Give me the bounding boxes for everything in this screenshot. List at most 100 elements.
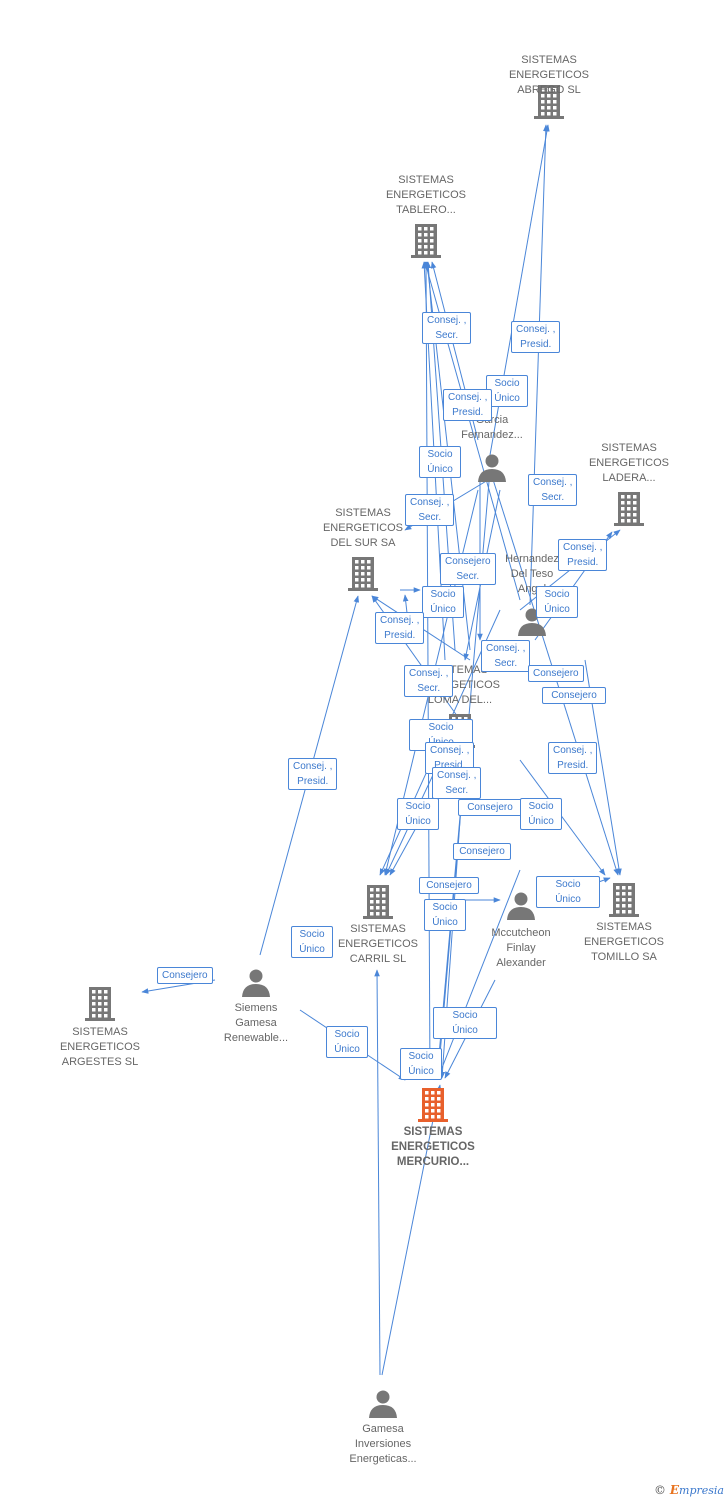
building-icon[interactable] — [363, 885, 393, 919]
edge-label-line: Presid. — [297, 776, 329, 787]
edge-label[interactable]: Consej. , Presid. — [375, 612, 425, 644]
building-icon[interactable] — [609, 883, 639, 917]
edge-label-line: Consej. , — [427, 315, 467, 326]
node-label-line: TABLERO... — [396, 204, 456, 216]
node-label-line: Inversiones — [354, 1438, 412, 1450]
node-label-line: Gamesa — [235, 1017, 277, 1029]
edge-label[interactable]: Consej. ,Secr. — [422, 312, 472, 344]
building-icon[interactable] — [418, 1088, 448, 1122]
person-icon[interactable] — [242, 969, 270, 998]
edge-label[interactable]: Consej. , Presid. — [288, 758, 338, 790]
node-label-line: Siemens — [234, 1002, 278, 1014]
edge-label[interactable]: Consej. ,Presid. — [443, 389, 493, 421]
edge-label[interactable]: Consej. ,Presid. — [558, 539, 608, 571]
building-icon[interactable] — [85, 987, 115, 1021]
node-label-line: Alexander — [496, 957, 546, 969]
node-label-line: Finlay — [506, 942, 536, 954]
node-label-line: Gamesa — [362, 1423, 404, 1435]
edge-label-line: Consejero — [467, 802, 513, 813]
edge-label[interactable]: Consejero — [458, 799, 522, 816]
edge-label[interactable]: Consej. ,Presid. — [511, 321, 561, 353]
edge-label-line: Socio — [299, 929, 325, 940]
node-label-line: SISTEMAS — [601, 442, 657, 454]
edge-label-line: Único — [427, 464, 453, 475]
node-label-line: Energeticas... — [349, 1453, 417, 1465]
edge-label-line: Único — [452, 1025, 478, 1036]
node-label-line: SISTEMAS — [403, 1126, 463, 1138]
person-icon[interactable] — [478, 454, 506, 483]
node-label-line: SISTEMAS — [398, 174, 454, 186]
edge-label[interactable]: Consejero — [157, 967, 213, 984]
node-label-line: Hernandez — [505, 553, 559, 565]
relation-edge — [374, 969, 381, 1376]
node-label-line: SISTEMAS — [521, 54, 577, 66]
node-label-line: Fernandez... — [461, 429, 523, 441]
edge-label-line: Socio — [452, 1010, 478, 1021]
brand-initial: E — [669, 1483, 680, 1497]
edge-label[interactable]: Consej. ,Secr. — [481, 640, 531, 672]
edge-label-line: Único — [299, 944, 325, 955]
edge-label-line: Consej. , — [380, 615, 420, 626]
building-icon[interactable] — [411, 224, 441, 258]
edge-label-line: Consejero — [459, 846, 505, 857]
building-icon[interactable] — [348, 557, 378, 591]
node-label-line: MERCURIO... — [396, 1156, 470, 1168]
node-label-line: TOMILLO SA — [591, 951, 657, 963]
edge-label-line: Presid. — [557, 760, 589, 771]
node-label-line: LOMA DEL... — [427, 694, 493, 706]
edge-label[interactable]: Consej. ,Presid. — [548, 742, 598, 774]
edge-label-line: Socio — [494, 378, 520, 389]
empresia-watermark[interactable]: © Empresia — [654, 1483, 724, 1497]
building-icon[interactable] — [534, 85, 564, 119]
node-label-line: SISTEMAS — [596, 921, 652, 933]
edge-label-line: Consejero — [533, 668, 579, 679]
edge-label[interactable]: Consej. ,Secr. — [405, 494, 455, 526]
building-icon[interactable] — [614, 492, 644, 526]
person-icon[interactable] — [518, 608, 546, 637]
edge-label-line: Único — [430, 604, 456, 615]
edge-label-line: Secr. — [494, 658, 518, 669]
person-icon[interactable] — [369, 1390, 397, 1419]
edge-label-line: Socio — [334, 1029, 360, 1040]
edge-label-line: Presid. — [384, 630, 416, 641]
edge-label[interactable]: Consejero — [453, 843, 511, 860]
person-icon[interactable] — [507, 892, 535, 921]
edge-label[interactable]: Consejero — [419, 877, 479, 894]
edge-label[interactable]: Consej. ,Secr. — [432, 767, 482, 799]
edge-label[interactable]: Consejero — [542, 687, 606, 704]
edge-label[interactable]: Consej. ,Secr. — [404, 665, 454, 697]
relation-edge — [529, 124, 549, 606]
edge-label-line: Socio — [528, 801, 554, 812]
edge-label-line: Único — [555, 894, 581, 905]
edge-label-line: Único — [528, 816, 554, 827]
edge-label[interactable]: Consej. ,Secr. — [528, 474, 578, 506]
edge-label-line: Consej. , — [533, 477, 573, 488]
edge-label-line: Consej. , — [293, 761, 333, 772]
edge-label[interactable]: Consejero — [528, 665, 584, 682]
